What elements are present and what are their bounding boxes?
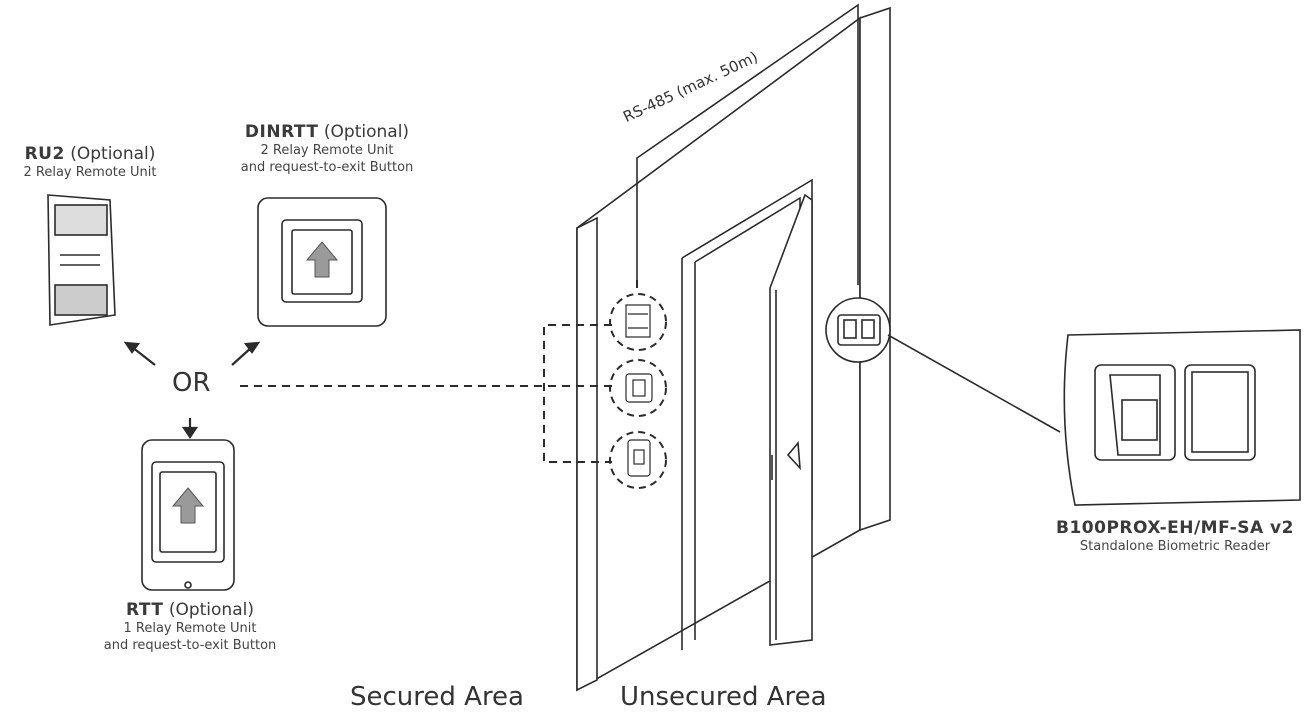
mini-devices (625, 304, 653, 477)
secured-area-label: Secured Area (350, 682, 524, 712)
open-door (769, 193, 813, 646)
ru2-optional: (Optional) (70, 144, 156, 164)
rtt-label: RTT (Optional) 1 Relay Remote Unit and r… (75, 600, 305, 654)
ru2-label: RU2 (Optional) 2 Relay Remote Unit (5, 144, 175, 182)
ru2-name: RU2 (24, 144, 65, 164)
dinrtt-label: DINRTT (Optional) 2 Relay Remote Unit an… (212, 122, 442, 176)
ru2-device (47, 194, 116, 326)
reader-circle (825, 297, 1061, 433)
dinrtt-name: DINRTT (244, 122, 319, 142)
reader-label: B100PROX-EH/MF-SA v2 Standalone Biometri… (1040, 518, 1310, 556)
reader-desc: Standalone Biometric Reader (1079, 539, 1271, 555)
dinrtt-optional: (Optional) (323, 122, 410, 142)
rs485-cable (636, 3, 859, 285)
rtt-desc-1: 1 Relay Remote Unit (123, 621, 257, 637)
or-arrows (123, 341, 261, 439)
or-label: OR (172, 368, 211, 398)
reader-name: B100PROX-EH/MF-SA v2 (1056, 518, 1294, 538)
dashed-connections (240, 280, 638, 463)
unsecured-area-label: Unsecured Area (620, 682, 827, 712)
biometric-reader (1063, 329, 1301, 506)
rtt-optional: (Optional) (168, 600, 254, 620)
dinrtt-desc-2: and request-to-exit Button (240, 159, 414, 175)
rtt-desc-2: and request-to-exit Button (103, 637, 277, 653)
rtt-name: RTT (126, 600, 164, 620)
device-circles (609, 293, 667, 489)
ru2-desc: 2 Relay Remote Unit (23, 165, 157, 181)
exit-arrow-icons (171, 241, 339, 524)
dinrtt-desc-1: 2 Relay Remote Unit (260, 143, 394, 159)
